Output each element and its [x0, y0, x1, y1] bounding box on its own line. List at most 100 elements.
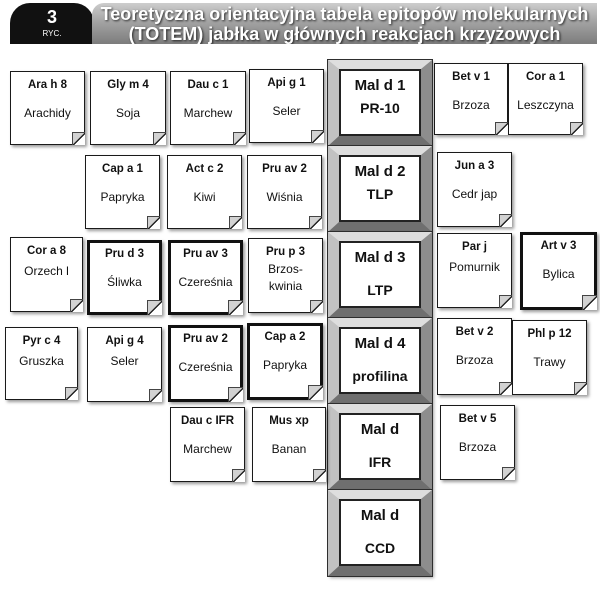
allergen-card-pru-av-2-wisnia: Pru av 2 Wiśnia [247, 155, 322, 229]
allergen-source: Czereśnia [178, 275, 233, 289]
apple-allergen-family: PR-10 [360, 100, 400, 116]
allergen-code: Jun a 3 [454, 160, 495, 172]
allergen-source: Seler [272, 104, 301, 118]
figure-number: 3 [46, 7, 57, 27]
title-line-1: Teoretyczna orientacyjna tabela epitopów… [100, 4, 589, 24]
allergen-code: Par j [462, 241, 487, 253]
tile-face: Mal d IFR [339, 413, 421, 480]
allergen-card-cor-a-1: Cor a 1 Leszczyna [508, 63, 583, 135]
figure-label: RYC. [42, 29, 62, 38]
tile-face: Mal d CCD [339, 499, 421, 566]
allergen-source: Śliwka [107, 275, 142, 289]
allergen-source: Cedr jap [451, 187, 498, 201]
allergen-code: Pyr c 4 [22, 335, 61, 347]
allergen-source: Brzoza [452, 98, 490, 112]
allergen-card-api-g-1: Api g 1 Seler [249, 69, 324, 143]
allergen-source: Seler [110, 354, 139, 368]
apple-allergen-family: profilina [352, 368, 408, 384]
allergen-card-bet-v-2: Bet v 2 Brzoza [437, 318, 512, 395]
allergen-code: Api g 1 [267, 77, 306, 89]
allergen-card-bet-v-5: Bet v 5 Brzoza [440, 405, 515, 480]
allergen-card-cor-a-8: Cor a 8 Orzech l [10, 237, 83, 312]
allergen-card-pru-av-2-czeresnia: Pru av 2 Czereśnia [168, 325, 243, 402]
allergen-card-pru-p-3: Pru p 3 Brzos- kwinia [248, 238, 323, 313]
allergen-card-jun-a-3: Jun a 3 Cedr jap [437, 152, 512, 227]
allergen-source: Marchew [183, 106, 233, 120]
allergen-card-pru-d-3: Pru d 3 Śliwka [87, 240, 162, 315]
allergen-source: Soja [115, 106, 141, 120]
allergen-source: Arachidy [24, 106, 71, 120]
tile-face: Mal d 3 LTP [339, 241, 421, 308]
apple-allergen-code: Mal d [360, 421, 400, 438]
allergen-card-pru-av-3: Pru av 3 Czereśnia [168, 240, 243, 315]
allergen-source: Trawy [533, 355, 566, 369]
allergen-card-act-c-2: Act c 2 Kiwi [167, 155, 242, 229]
tile-face: Mal d 1 PR-10 [339, 69, 421, 136]
allergen-code: Bet v 1 [452, 71, 490, 83]
allergen-code: Cap a 2 [264, 331, 306, 343]
apple-allergen-code: Mal d [360, 507, 400, 524]
allergen-code: Pru d 3 [105, 248, 144, 260]
allergen-source: Papryka [100, 190, 145, 204]
allergen-card-pyr-c-4: Pyr c 4 Gruszka [5, 327, 78, 400]
allergen-card-dau-c-1: Dau c 1 Marchew [170, 71, 246, 145]
allergen-code: Act c 2 [185, 163, 224, 175]
apple-allergen-tile-mal-d-2: Mal d 2 TLP [328, 146, 432, 232]
allergen-card-ara-h-8: Ara h 8 Arachidy [10, 71, 85, 145]
apple-allergen-code: Mal d 4 [354, 335, 406, 352]
allergen-card-cap-a-1: Cap a 1 Papryka [85, 155, 160, 229]
apple-allergen-code: Mal d 1 [354, 77, 406, 94]
allergen-card-dau-c-ifr: Dau c IFR Marchew [170, 407, 245, 482]
allergen-source: Banan [271, 442, 307, 456]
allergen-card-api-g-4: Api g 4 Seler [87, 327, 162, 402]
allergen-source: Bylica [542, 267, 575, 281]
allergen-code: Pru p 3 [266, 246, 305, 258]
apple-allergen-tile-mal-d-3: Mal d 3 LTP [328, 232, 432, 318]
title-banner: Teoretyczna orientacyjna tabela epitopów… [92, 3, 597, 44]
allergen-code: Bet v 2 [455, 326, 494, 338]
figure-badge: 3 RYC. [10, 3, 94, 44]
allergen-source: Brzoza [455, 353, 494, 367]
allergen-card-mus-xp: Mus xp Banan [252, 407, 326, 482]
allergen-code: Phl p 12 [527, 328, 572, 340]
allergen-code: Gly m 4 [107, 79, 149, 91]
apple-allergen-family: IFR [368, 454, 392, 470]
allergen-source: Brzos- kwinia [268, 262, 303, 293]
allergen-source: Orzech l [24, 264, 69, 278]
allergen-card-gly-m-4: Gly m 4 Soja [90, 71, 166, 145]
allergen-card-par-j: Par j Pomurnik [437, 233, 512, 308]
allergen-code: Dau c IFR [180, 415, 235, 427]
allergen-card-phl-p-12: Phl p 12 Trawy [512, 320, 587, 395]
allergen-source: Marchew [183, 442, 232, 456]
allergen-source: Gruszka [19, 354, 64, 368]
title-line-2: (TOTEM) jabłka w głównych reakcjach krzy… [128, 24, 561, 44]
allergen-code: Mus xp [269, 415, 309, 427]
allergen-source: Brzoza [458, 440, 497, 454]
allergen-code: Dau c 1 [187, 79, 229, 91]
allergen-code: Ara h 8 [28, 79, 67, 91]
apple-allergen-family: CCD [364, 540, 396, 556]
apple-allergen-family: TLP [366, 186, 394, 202]
allergen-source: Wiśnia [266, 190, 303, 204]
allergen-code: Pru av 3 [183, 248, 228, 260]
apple-allergen-code: Mal d 3 [354, 249, 406, 266]
tile-face: Mal d 4 profilina [339, 327, 421, 394]
allergen-code: Pru av 2 [183, 333, 228, 345]
apple-allergen-code: Mal d 2 [354, 163, 406, 180]
allergen-source: Papryka [262, 358, 308, 372]
allergen-source: Leszczyna [517, 98, 574, 112]
apple-allergen-family: LTP [367, 282, 393, 298]
allergen-source: Kiwi [193, 190, 216, 204]
allergen-code: Art v 3 [540, 240, 577, 252]
allergen-source: Pomurnik [449, 260, 500, 274]
allergen-card-art-v-3: Art v 3 Bylica [520, 232, 597, 310]
apple-allergen-tile-mal-d-ccd: Mal d CCD [328, 490, 432, 576]
allergen-card-bet-v-1: Bet v 1 Brzoza [434, 63, 508, 135]
allergen-code: Pru av 2 [262, 163, 307, 175]
tile-face: Mal d 2 TLP [339, 155, 421, 222]
apple-allergen-tile-mal-d-1: Mal d 1 PR-10 [328, 60, 432, 146]
apple-allergen-tile-mal-d-ifr: Mal d IFR [328, 404, 432, 490]
allergen-code: Cor a 1 [526, 71, 565, 83]
allergen-card-cap-a-2: Cap a 2 Papryka [247, 323, 323, 400]
apple-allergen-tile-mal-d-4: Mal d 4 profilina [328, 318, 432, 404]
